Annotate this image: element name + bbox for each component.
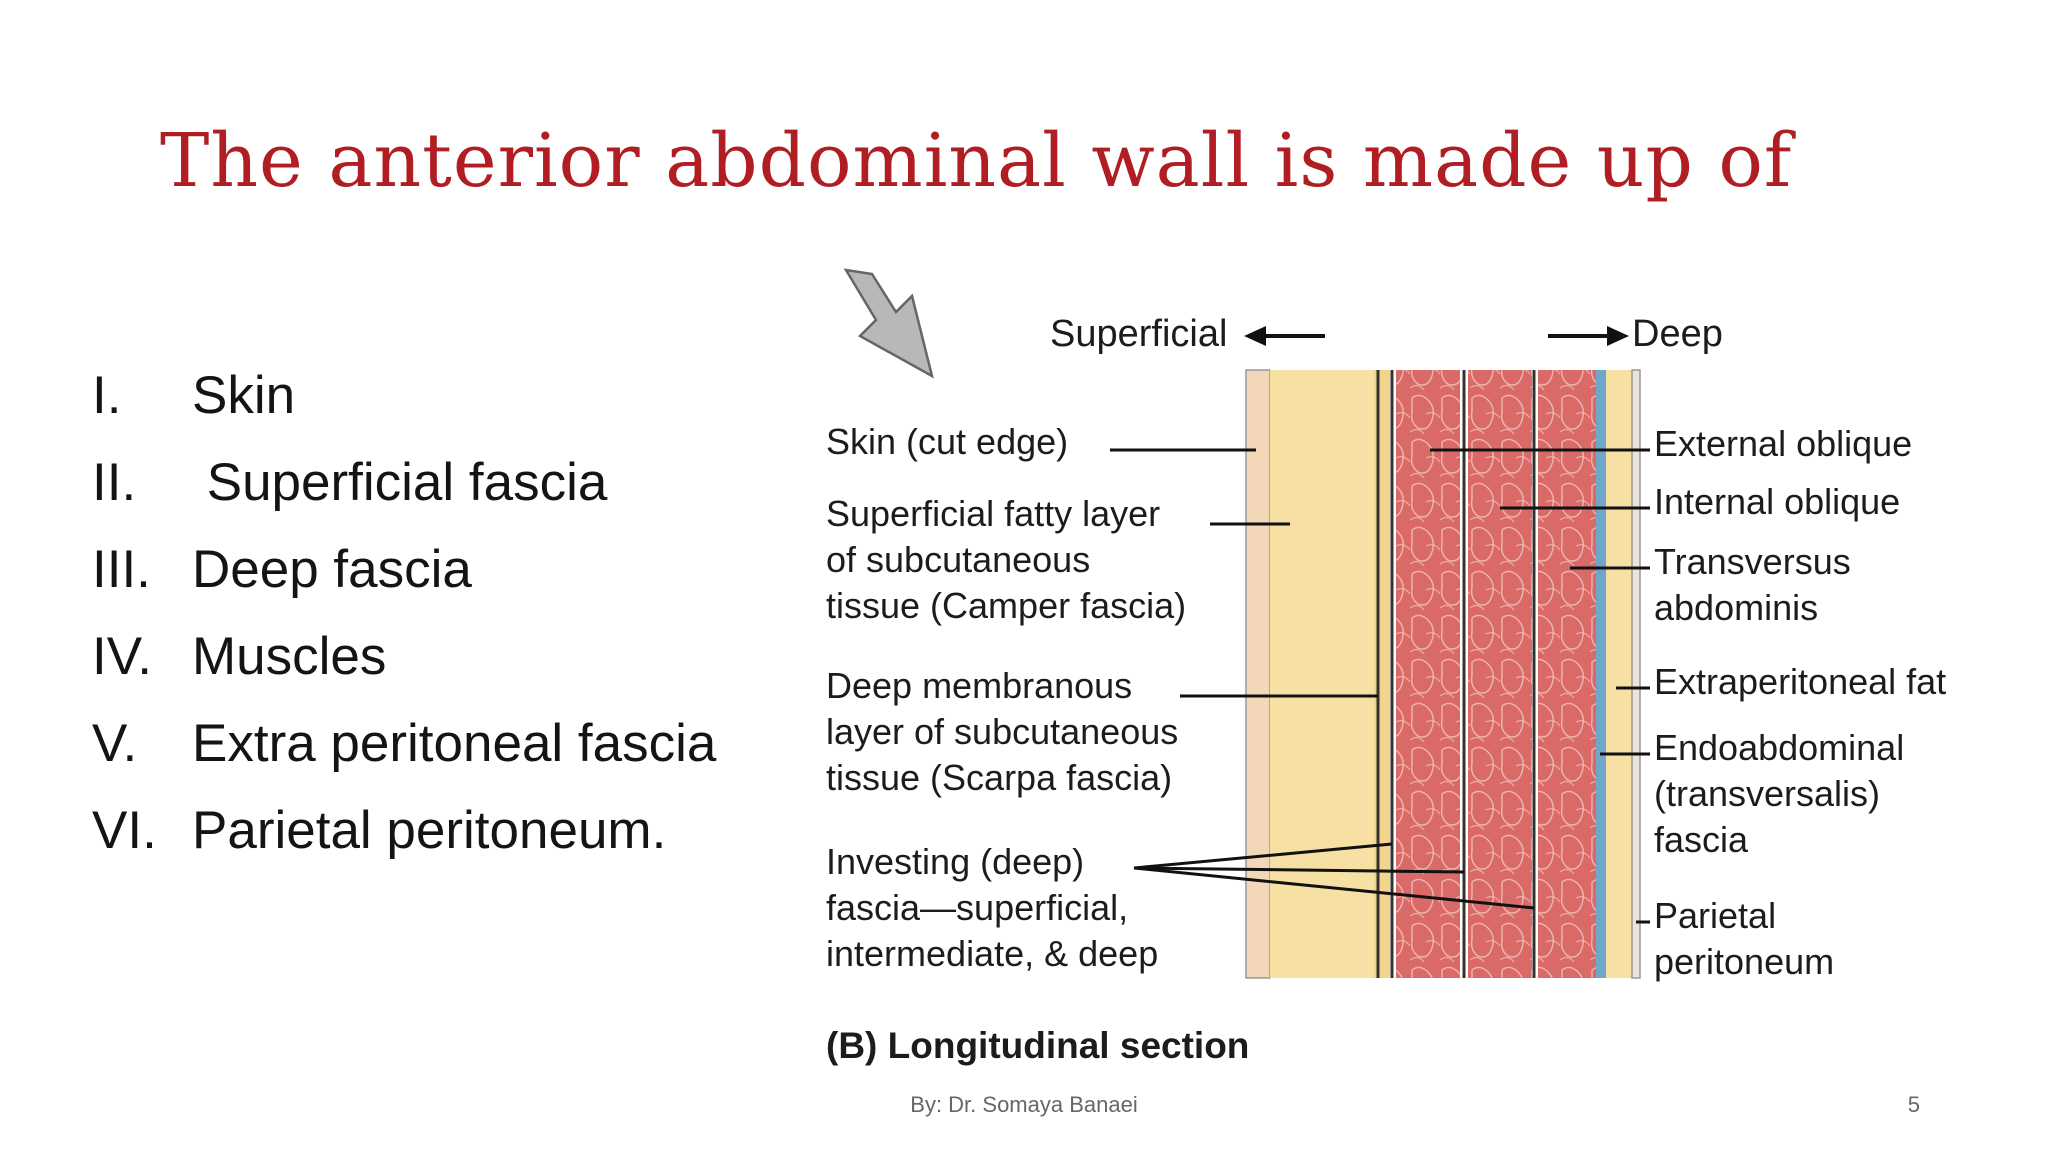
parietal-peritoneum-layer <box>1631 369 1641 979</box>
right-arrow-icon <box>1548 326 1629 346</box>
transversus-label-line1: Transversus <box>1654 541 1851 582</box>
list-number: VI. <box>92 801 157 860</box>
diagram-svg: Superficial Deep <box>826 268 1946 1066</box>
scarpa-label-line3: tissue (Scarpa fascia) <box>826 757 1172 798</box>
extraperitoneal-fat-layer <box>1606 370 1632 978</box>
internal-oblique-label: Internal oblique <box>1654 481 1900 522</box>
scarpa-label-line1: Deep membranous <box>826 665 1132 706</box>
transversus-layer <box>1538 370 1596 978</box>
superficial-label: Superficial <box>1050 313 1227 355</box>
list-number: V. <box>92 714 138 773</box>
endoabdominal-label-line2: (transversalis) <box>1654 773 1880 814</box>
deep-label: Deep <box>1632 313 1723 355</box>
external-oblique-label: External oblique <box>1654 423 1912 464</box>
transversalis-fascia-layer <box>1596 370 1606 978</box>
parietal-label-line2: peritoneum <box>1654 941 1834 982</box>
left-arrow-icon <box>1244 326 1325 346</box>
endoabdominal-label-line1: Endoabdominal <box>1654 727 1904 768</box>
investing-label-line1: Investing (deep) <box>826 841 1084 882</box>
list-text: Parietal peritoneum. <box>192 801 667 860</box>
skin-cut-edge-label: Skin (cut edge) <box>826 421 1068 462</box>
list-item: V. Extra peritoneal fascia <box>92 713 772 800</box>
transversus-label-line2: abdominis <box>1654 587 1818 628</box>
diagram-caption: (B) Longitudinal section <box>826 1025 1249 1066</box>
skin-layer <box>1245 369 1271 979</box>
slide-title: The anterior abdominal wall is made up o… <box>160 118 1793 204</box>
list-text: Extra peritoneal fascia <box>192 714 717 773</box>
list-text: Skin <box>192 366 296 425</box>
list-item: III. Deep fascia <box>92 539 772 626</box>
camper-label-line3: tissue (Camper fascia) <box>826 585 1186 626</box>
list-number: II. <box>92 453 137 512</box>
investing-leader-lines <box>1133 842 1535 910</box>
camper-label-line2: of subcutaneous <box>826 539 1090 580</box>
endoabdominal-label-line3: fascia <box>1654 819 1749 860</box>
list-number: I. <box>92 366 122 425</box>
direction-arrow-icon <box>843 268 934 379</box>
investing-label-line2: fascia—superficial, <box>826 887 1128 928</box>
list-item: VI. Parietal peritoneum. <box>92 800 772 887</box>
tissue-layers <box>1245 369 1641 979</box>
extraperitoneal-fat-label: Extraperitoneal fat <box>1654 661 1946 702</box>
camper-fat-layer <box>1270 370 1374 978</box>
camper-label-line1: Superficial fatty layer <box>826 493 1160 534</box>
scarpa-layer <box>1374 370 1390 978</box>
list-number: IV. <box>92 627 152 686</box>
gray-arrow-shape <box>843 268 934 379</box>
abdominal-wall-diagram: Superficial Deep <box>780 260 2020 1090</box>
list-text: Muscles <box>192 627 387 686</box>
layer-list: I. Skin II. Superficial fascia III. Deep… <box>92 365 772 887</box>
list-item: I. Skin <box>92 365 772 452</box>
list-item: II. Superficial fascia <box>92 452 772 539</box>
list-number: III. <box>92 540 151 599</box>
investing-label-line3: intermediate, & deep <box>826 933 1158 974</box>
list-text: Deep fascia <box>192 540 472 599</box>
footer-author: By: Dr. Somaya Banaei <box>910 1092 1138 1117</box>
list-item: IV. Muscles <box>92 626 772 713</box>
list-text: Superficial fascia <box>192 453 608 512</box>
page-number: 5 <box>1907 1092 1920 1117</box>
internal-oblique-layer <box>1468 370 1532 978</box>
external-oblique-layer <box>1396 370 1460 978</box>
parietal-label-line1: Parietal <box>1654 895 1776 936</box>
scarpa-label-line2: layer of subcutaneous <box>826 711 1178 752</box>
